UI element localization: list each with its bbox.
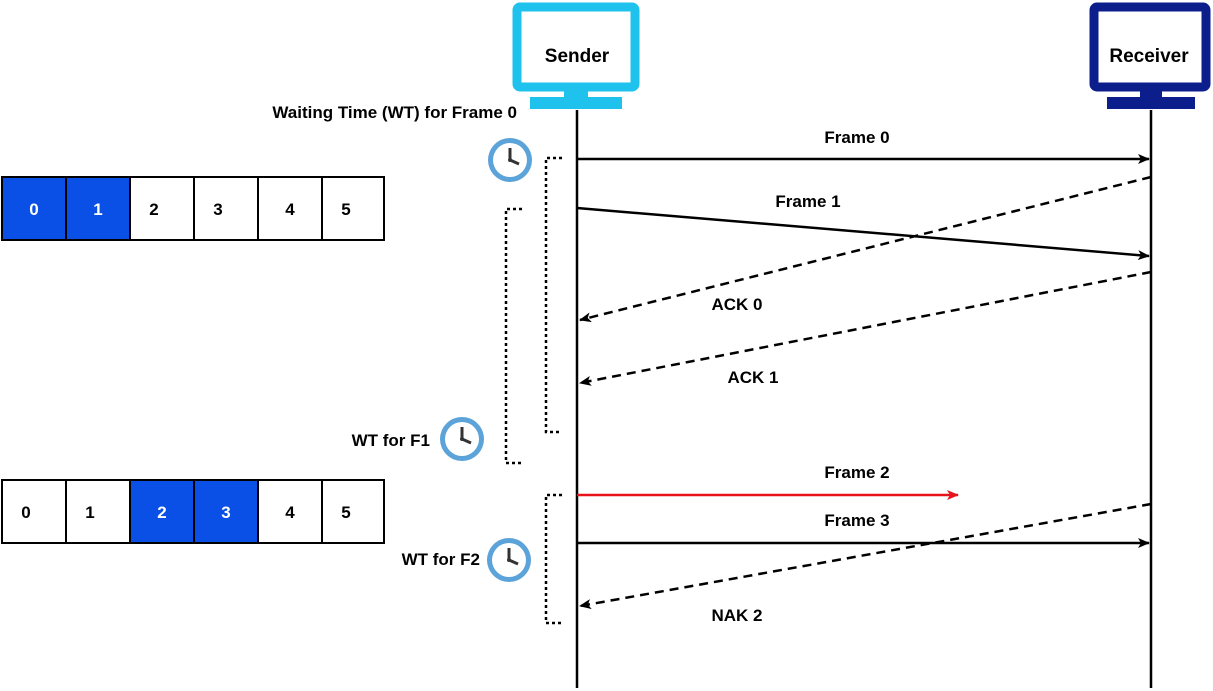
ack0-label: ACK 0: [711, 295, 762, 314]
sender-node: Sender: [512, 2, 640, 109]
window-cell: [257, 176, 323, 241]
clock-icon: [487, 538, 531, 582]
window-cell: [321, 479, 385, 544]
frame3-label: Frame 3: [824, 511, 889, 530]
ack1-label: ACK 1: [727, 368, 778, 387]
timer-bracket-frame0: [544, 156, 562, 434]
window-cell-label: 0: [29, 200, 38, 219]
window-cell-label: 2: [149, 200, 158, 219]
wt-f2-label: WT for F2: [402, 550, 480, 569]
window-cell: [129, 176, 195, 241]
clock-icon: [488, 138, 532, 182]
receiver-monitor-icon: [1089, 2, 1211, 92]
timer-bracket-frame1: [504, 207, 522, 465]
timer-bracket-frame2: [544, 493, 562, 625]
window-cell: [1, 479, 67, 544]
window-cell-label: 3: [213, 200, 222, 219]
frame2-label: Frame 2: [824, 463, 889, 482]
window-cell-label: 2: [157, 503, 166, 522]
frame1-label: Frame 1: [775, 192, 840, 211]
window-cell-label: 0: [21, 503, 30, 522]
window-cell: [65, 479, 131, 544]
sliding-window-2: 0 1 2 3 4 5: [1, 479, 385, 544]
receiver-node: Receiver: [1089, 2, 1211, 109]
window-cell-label: 1: [85, 503, 94, 522]
frame1-arrow: [576, 206, 1150, 261]
receiver-label: Receiver: [1109, 46, 1189, 67]
wt-frame0-label: Waiting Time (WT) for Frame 0: [272, 103, 517, 122]
receiver-monitor-base: [1107, 97, 1195, 109]
nak2-label: NAK 2: [711, 606, 762, 625]
sender-monitor-icon: [512, 2, 640, 92]
frame0-label: Frame 0: [824, 128, 889, 147]
window-cell-label: 5: [341, 503, 350, 522]
receiver-monitor-stand: [1140, 88, 1162, 98]
sliding-window-1: 0 1 2 3 4 5: [1, 176, 385, 241]
window-cell-label: 5: [341, 200, 350, 219]
clock-icon: [440, 417, 484, 461]
window-cell-label: 4: [285, 503, 295, 522]
window-cell: [321, 176, 385, 241]
window-cell: [65, 176, 131, 241]
sender-monitor-stand: [564, 88, 588, 98]
ack1-arrow: [579, 270, 1152, 386]
ack0-arrow: [579, 175, 1152, 323]
window-cell: [1, 176, 67, 241]
sender-label: Sender: [545, 46, 610, 67]
window-cell: [193, 176, 259, 241]
window-cell-label: 4: [285, 200, 295, 219]
window-cell-label: 1: [93, 200, 102, 219]
window-cell-label: 3: [221, 503, 230, 522]
wt-f1-label: WT for F1: [352, 431, 430, 450]
sender-monitor-base: [530, 97, 622, 109]
nak2-arrow: [579, 502, 1152, 609]
window-cell: [193, 479, 259, 544]
